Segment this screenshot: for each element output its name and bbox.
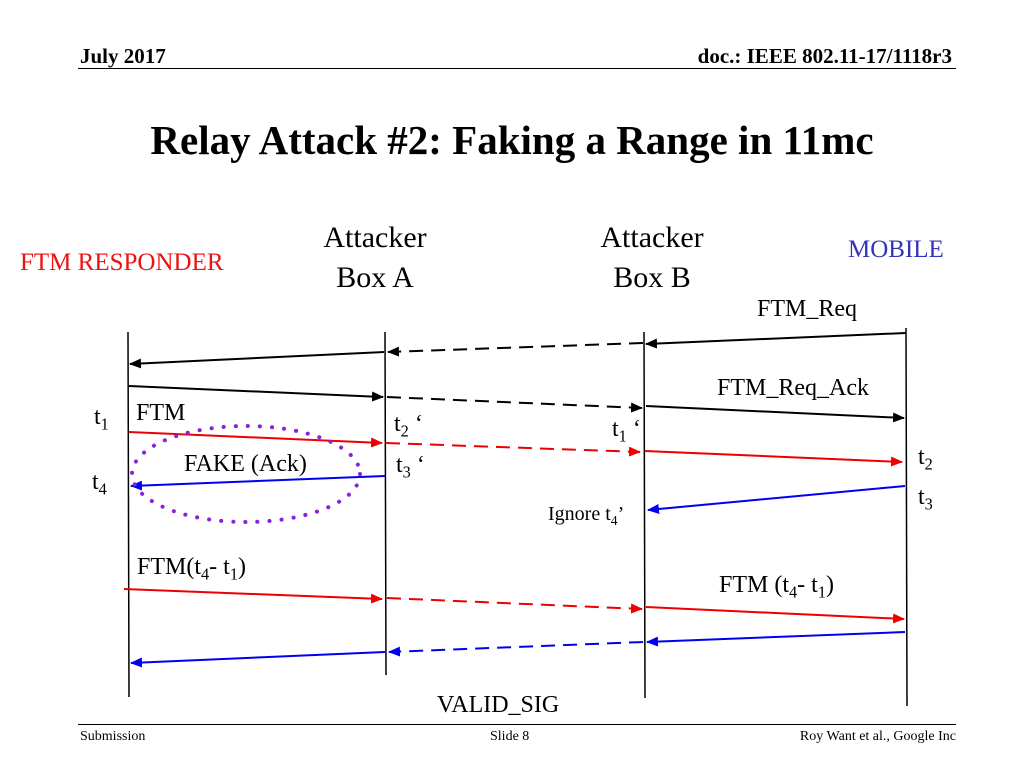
timestamp-t1: t1 <box>94 404 109 434</box>
header-divider <box>78 68 956 69</box>
header-doc-id: doc.: IEEE 802.11-17/1118r3 <box>697 44 952 68</box>
ignore-t4-label: Ignore t4’ <box>548 503 625 528</box>
ack-arrow-mobile-to-b <box>647 485 906 514</box>
ftm-label: FTM <box>136 400 186 426</box>
footer-submission: Submission <box>80 729 146 744</box>
valid-sig-label: VALID_SIG <box>437 692 560 718</box>
attacker-box-a-line2: Box A <box>336 261 414 294</box>
timestamp-t2-prime: t2 ‘ <box>394 411 423 441</box>
ftm-result-arrow-responder-to-a <box>123 588 383 604</box>
attacker-box-a-line1: Attacker <box>323 221 427 254</box>
fake-ack-label: FAKE (Ack) <box>184 451 307 477</box>
ftm-result-arrow-a-to-b <box>386 597 643 614</box>
attacker-box-b-line1: Attacker <box>600 221 704 254</box>
attacker-box-b-label: Attacker Box B <box>590 218 714 298</box>
fake-ack-arrow <box>130 475 386 491</box>
ftm-arrow-a-to-b <box>385 442 641 457</box>
ftm-req-arrow-b-to-a <box>387 342 644 357</box>
fake-ack-highlight-ellipse <box>130 424 362 524</box>
lifeline-responder <box>127 331 130 698</box>
footer-slide-number: Slide 8 <box>490 729 530 744</box>
mobile-label: MOBILE <box>848 236 944 263</box>
footer-divider <box>78 724 956 725</box>
ftm-req-arrow-mobile-to-b <box>645 332 907 349</box>
ftm-req-arrow-a-to-responder <box>129 351 385 369</box>
timestamp-t3-prime: t3 ‘ <box>396 452 425 482</box>
slide-title: Relay Attack #2: Faking a Range in 11mc <box>150 117 874 163</box>
ftm-req-ack-arrow-b-to-mobile <box>645 405 905 423</box>
timestamp-t3: t3 <box>918 484 933 514</box>
attacker-box-a-label: Attacker Box A <box>313 218 437 298</box>
ftm-req-label: FTM_Req <box>757 296 858 322</box>
footer-author: Roy Want et al., Google Inc <box>799 729 956 744</box>
lifeline-box-b <box>643 331 646 699</box>
header-date: July 2017 <box>80 44 166 68</box>
ftm-req-ack-arrow-a-to-b <box>386 396 643 413</box>
final-arrow-a-to-responder <box>130 651 386 668</box>
timestamp-t4: t4 <box>92 469 107 499</box>
attacker-box-b-line2: Box B <box>613 261 691 294</box>
ftm-req-ack-label: FTM_Req_Ack <box>717 375 869 401</box>
ftm-req-ack-arrow-responder-to-a <box>128 385 384 402</box>
lifeline-box-a <box>384 331 387 676</box>
ftm-result-arrow-b-to-mobile <box>645 606 905 624</box>
timestamp-t1-prime: t1 ‘ <box>612 416 641 446</box>
final-arrow-mobile-to-b <box>646 631 906 647</box>
ftm-responder-label: FTM RESPONDER <box>20 249 224 276</box>
ftm-result-label-right: FTM (t4- t1) <box>719 572 834 602</box>
ftm-result-label-left: FTM(t4- t1) <box>137 554 246 584</box>
lifeline-mobile <box>905 327 908 707</box>
ftm-arrow-b-to-mobile <box>644 450 903 467</box>
ftm-arrow-responder-to-a <box>128 431 383 448</box>
final-arrow-b-to-a <box>388 641 644 657</box>
timestamp-t2: t2 <box>918 444 933 474</box>
